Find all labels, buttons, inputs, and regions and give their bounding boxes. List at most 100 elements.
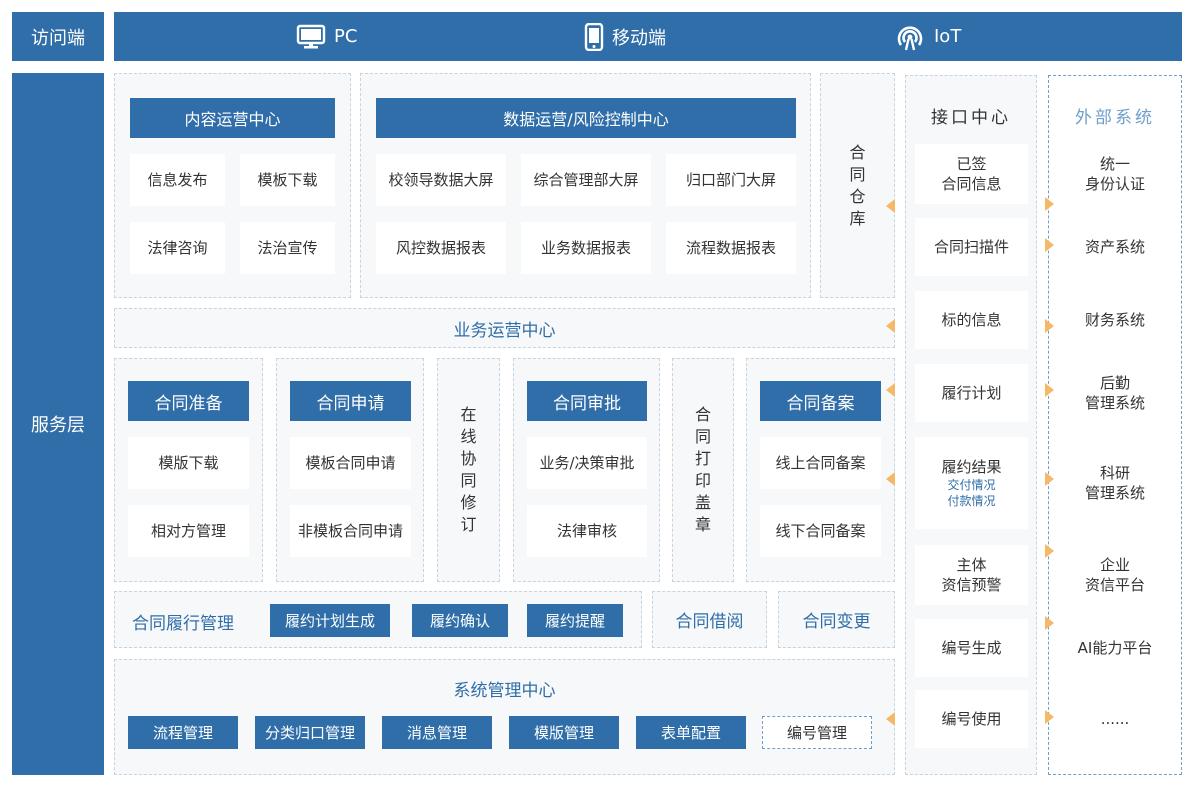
interface-line: 合同扫描件 (933, 238, 1009, 256)
record-item-online[interactable]: 线上合同备案 (760, 437, 881, 489)
arrow-right-icon (1045, 616, 1054, 630)
interface-performance-result[interactable]: 履约结果 交付情况 付款情况 (915, 437, 1028, 529)
interface-line: 履行计划 (941, 384, 1002, 402)
arrow-right-icon (1045, 472, 1054, 486)
content-item-template-download[interactable]: 模板下载 (240, 154, 335, 206)
record-item-offline[interactable]: 线下合同备案 (760, 505, 881, 557)
data-item-process-report[interactable]: 流程数据报表 (666, 222, 796, 274)
interface-subject-info[interactable]: 标的信息 (915, 291, 1028, 349)
data-item-business-report[interactable]: 业务数据报表 (521, 222, 651, 274)
performance-plan-button[interactable]: 履约计划生成 (270, 604, 390, 637)
performance-reminder-button[interactable]: 履约提醒 (527, 604, 623, 637)
interface-scan-copy[interactable]: 合同扫描件 (915, 218, 1028, 276)
arrow-left-icon (886, 383, 895, 397)
iot-label: IoT (934, 26, 962, 47)
arrow-right-icon (1045, 238, 1054, 252)
external-systems-title: 外部系统 (1075, 108, 1155, 128)
interface-sub-payment: 付款情况 (947, 494, 996, 508)
external-logistics-system[interactable]: 后勤 管理系统 (1049, 364, 1181, 422)
external-line: 统一 (1099, 155, 1130, 173)
interface-number-use[interactable]: 编号使用 (915, 690, 1028, 748)
service-layer-label: 服务层 (12, 73, 104, 775)
data-item-dept-screen[interactable]: 归口部门大屏 (666, 154, 796, 206)
external-line: 身份认证 (1084, 175, 1145, 193)
external-identity-auth[interactable]: 统一 身份认证 (1049, 144, 1181, 204)
content-center-title: 内容运营中心 (130, 98, 335, 138)
data-item-risk-report[interactable]: 风控数据报表 (376, 222, 506, 274)
apply-title: 合同申请 (290, 381, 411, 421)
data-center-panel: 数据运营/风险控制中心 校领导数据大屏 综合管理部大屏 归口部门大屏 风控数据报… (360, 73, 811, 298)
contract-change[interactable]: 合同变更 (778, 591, 895, 648)
contract-repository[interactable]: 合 同 仓 库 (820, 73, 895, 298)
interface-signed-contract[interactable]: 已签 合同信息 (915, 144, 1028, 204)
external-line: 资信平台 (1084, 576, 1145, 594)
interface-line: 履约结果 (941, 458, 1002, 476)
external-line: 后勤 (1099, 374, 1130, 392)
content-item-legal-consult[interactable]: 法律咨询 (130, 222, 225, 274)
interface-line: 标的信息 (941, 311, 1002, 329)
system-center-title: 系统管理中心 (453, 681, 556, 701)
apply-item-non-template[interactable]: 非模板合同申请 (290, 505, 411, 557)
system-message-button[interactable]: 消息管理 (382, 716, 492, 749)
data-item-leader-screen[interactable]: 校领导数据大屏 (376, 154, 506, 206)
access-channels-bar: PC 移动端 IoT (114, 12, 1182, 61)
interface-performance-plan[interactable]: 履行计划 (915, 364, 1028, 422)
system-category-button[interactable]: 分类归口管理 (255, 716, 365, 749)
arrow-left-icon (886, 472, 895, 486)
mobile-phone-icon (584, 22, 604, 51)
prepare-item-counterparty[interactable]: 相对方管理 (128, 505, 249, 557)
approve-item-business[interactable]: 业务/决策审批 (527, 437, 647, 489)
apply-item-template[interactable]: 模板合同申请 (290, 437, 411, 489)
external-line: 财务系统 (1084, 311, 1145, 329)
revision-char: 同 (460, 471, 477, 490)
print-seal[interactable]: 合 同 打 印 盖 章 (672, 358, 734, 582)
repository-char: 库 (849, 208, 866, 228)
arrow-right-icon (1045, 383, 1054, 397)
access-item-mobile[interactable]: 移动端 (584, 12, 666, 61)
external-line: 资产系统 (1084, 238, 1145, 256)
prepare-panel: 合同准备 模版下载 相对方管理 (114, 358, 263, 582)
performance-confirm-button[interactable]: 履约确认 (412, 604, 508, 637)
revision-char: 在 (460, 405, 477, 424)
external-line: ...... (1100, 710, 1130, 728)
contract-borrow[interactable]: 合同借阅 (652, 591, 767, 648)
system-process-button[interactable]: 流程管理 (128, 716, 238, 749)
external-finance-system[interactable]: 财务系统 (1049, 291, 1181, 349)
pc-label: PC (334, 26, 358, 47)
content-item-legal-promotion[interactable]: 法治宣传 (240, 222, 335, 274)
external-ai-platform[interactable]: AI能力平台 (1049, 619, 1181, 677)
external-research-system[interactable]: 科研 管理系统 (1049, 453, 1181, 513)
interface-sub-delivery: 交付情况 (947, 478, 996, 492)
arrow-left-icon (886, 712, 895, 726)
content-item-publish[interactable]: 信息发布 (130, 154, 225, 206)
data-item-admin-screen[interactable]: 综合管理部大屏 (521, 154, 651, 206)
business-center-bar[interactable]: 业务运营中心 (114, 308, 895, 348)
access-item-iot[interactable]: IoT (896, 12, 961, 61)
apply-panel: 合同申请 模板合同申请 非模板合同申请 (276, 358, 424, 582)
data-center-title-text: 数据运营/风险控制中心 (503, 110, 669, 129)
interface-line: 合同信息 (941, 175, 1002, 193)
external-line: 管理系统 (1084, 394, 1145, 412)
online-revision[interactable]: 在 线 协 同 修 订 (437, 358, 500, 582)
repository-char: 合 (849, 142, 866, 162)
external-asset-system[interactable]: 资产系统 (1049, 218, 1181, 276)
repository-char: 同 (849, 164, 866, 184)
print-char: 盖 (694, 493, 711, 512)
system-numbering-button[interactable]: 编号管理 (762, 716, 872, 749)
prepare-item-template[interactable]: 模版下载 (128, 437, 249, 489)
repository-char: 仓 (849, 186, 866, 206)
approve-item-legal[interactable]: 法律审核 (527, 505, 647, 557)
interface-credit-warning[interactable]: 主体 资信预警 (915, 545, 1028, 605)
system-form-button[interactable]: 表单配置 (636, 716, 746, 749)
record-panel: 合同备案 线上合同备案 线下合同备案 (746, 358, 895, 582)
revision-char: 线 (460, 427, 477, 446)
interface-line: 主体 (956, 556, 987, 574)
external-credit-platform[interactable]: 企业 资信平台 (1049, 545, 1181, 605)
external-more[interactable]: ...... (1049, 690, 1181, 748)
content-center-title-text: 内容运营中心 (184, 110, 281, 129)
system-template-button[interactable]: 模版管理 (509, 716, 619, 749)
external-line: 企业 (1099, 556, 1130, 574)
external-systems-panel: 外部系统 统一 身份认证 资产系统 财务系统 后勤 管理系统 科研 管理系统 企… (1048, 75, 1182, 775)
interface-number-generate[interactable]: 编号生成 (915, 619, 1028, 677)
access-item-pc[interactable]: PC (296, 12, 357, 61)
